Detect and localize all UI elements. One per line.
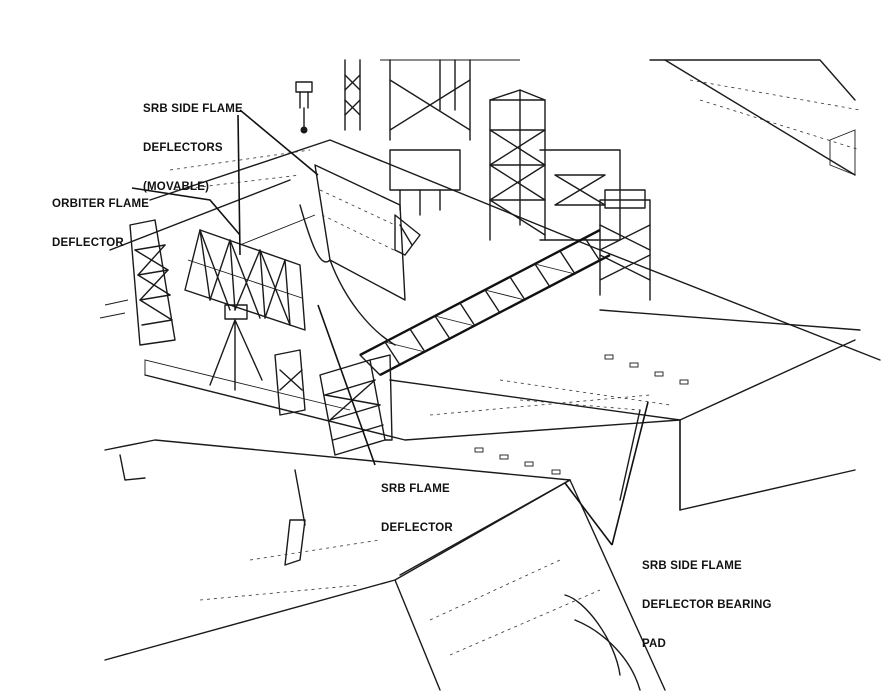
callout-leaders xyxy=(131,109,649,546)
leader-orbiter-flame-deflector xyxy=(131,187,241,236)
callout-srb-side-flame-deflectors: SRB SIDE FLAME DEFLECTORS (MOVABLE) xyxy=(143,77,243,220)
callout-line: DEFLECTOR xyxy=(52,237,124,249)
callout-line: SRB SIDE FLAME xyxy=(642,560,742,572)
lower-foreground-slab xyxy=(104,439,666,691)
callout-line: DEFLECTOR BEARING xyxy=(642,599,772,611)
srb-flame-deflector xyxy=(274,349,393,456)
leader-srb-side-flame-deflectors xyxy=(237,114,241,256)
flame-trench xyxy=(144,309,861,511)
callout-line: (MOVABLE) xyxy=(143,181,210,193)
trench-edge-markers xyxy=(474,354,689,475)
callout-line: SRB SIDE FLAME xyxy=(143,103,243,115)
central-tower-structure xyxy=(389,89,651,301)
leader-srb-side-flame-deflector-bearing-pad-2 xyxy=(564,482,613,546)
callout-line: DEFLECTORS xyxy=(143,142,223,154)
srb-side-flame-deflector-left xyxy=(184,229,306,391)
access-bridge-truss xyxy=(359,228,611,377)
left-pylon xyxy=(99,219,176,346)
light-tower xyxy=(295,81,313,134)
callout-srb-side-flame-deflector-bearing-pad: SRB SIDE FLAME DEFLECTOR BEARING PAD xyxy=(642,534,772,677)
leader-srb-side-flame-deflector-bearing-pad xyxy=(611,401,649,546)
leader-srb-flame-deflector xyxy=(317,304,376,466)
callout-orbiter-flame-deflector: ORBITER FLAME DEFLECTOR xyxy=(52,172,149,276)
srb-side-flame-deflector-right xyxy=(394,214,421,256)
upper-pad-deck xyxy=(109,59,881,361)
callout-srb-flame-deflector: SRB FLAME DEFLECTOR xyxy=(381,457,453,561)
callout-line: ORBITER FLAME xyxy=(52,198,150,210)
callout-line: SRB FLAME xyxy=(381,483,450,495)
launcher-tower-legs xyxy=(344,59,520,141)
callout-line: PAD xyxy=(642,638,667,650)
callout-line: DEFLECTOR xyxy=(381,522,453,534)
orbiter-flame-deflector xyxy=(239,164,406,346)
leader-srb-side-flame-deflectors-2 xyxy=(239,109,319,176)
